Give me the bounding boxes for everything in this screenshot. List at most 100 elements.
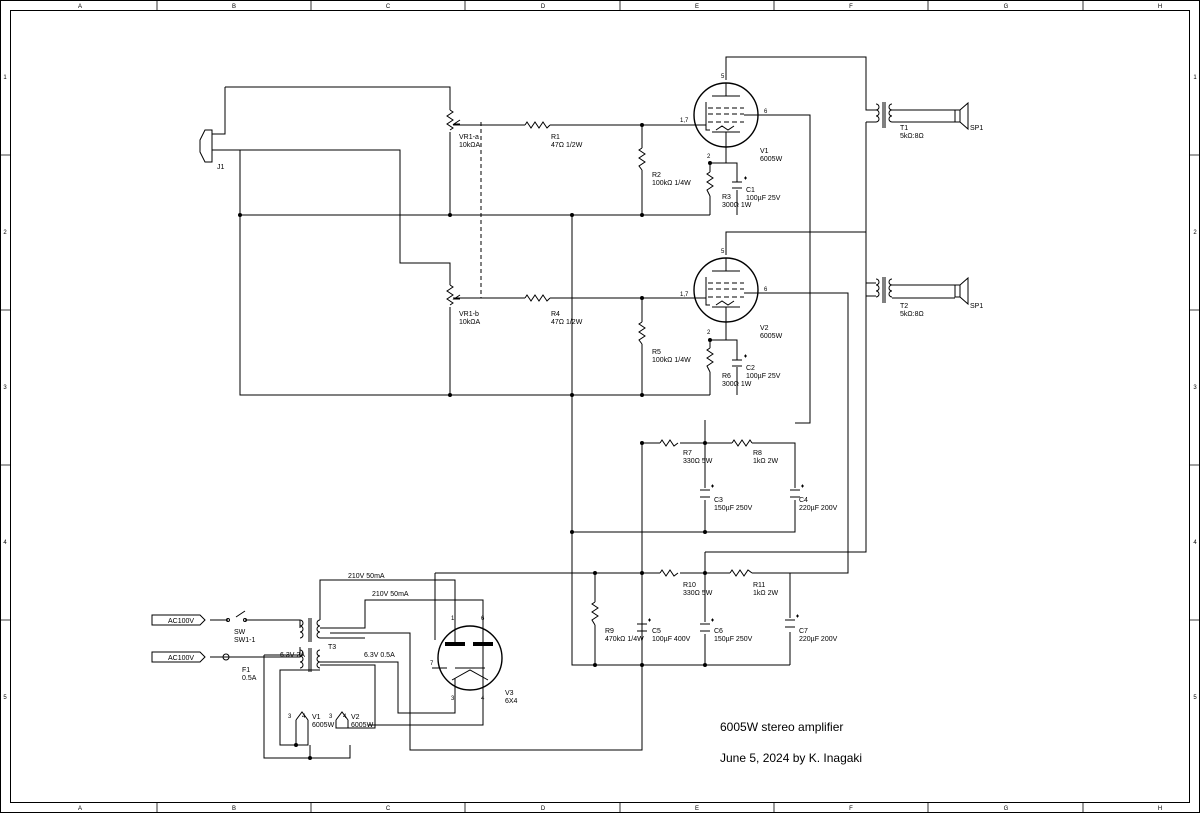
label-r8-val: 1kΩ 2W bbox=[753, 458, 778, 465]
col-label: C bbox=[386, 806, 391, 812]
label-sec2: 210V 50mA bbox=[372, 591, 409, 598]
label-vr1b: VR1-b bbox=[459, 311, 479, 318]
tube-v1 bbox=[693, 82, 760, 148]
label-c3: C3 bbox=[714, 497, 723, 504]
pin-v2-5: 5 bbox=[721, 249, 725, 255]
pin-h2-4: 4 bbox=[343, 714, 347, 720]
pin-h1-3: 3 bbox=[288, 714, 292, 720]
label-r3-val: 300Ω 1W bbox=[722, 202, 752, 209]
label-ac1: AC100V bbox=[168, 618, 194, 625]
resistors-horizontal bbox=[524, 121, 753, 577]
label-r5-val: 100kΩ 1/4W bbox=[652, 357, 691, 364]
label-r2-val: 100kΩ 1/4W bbox=[652, 180, 691, 187]
tube-v3 bbox=[432, 625, 503, 715]
label-c1-val: 100µF 25V bbox=[746, 195, 781, 202]
fuse-f1 bbox=[222, 653, 230, 661]
label-r7: R7 bbox=[683, 450, 692, 457]
label-v3-val: 6X4 bbox=[505, 698, 518, 705]
label-v3: V3 bbox=[505, 690, 514, 697]
label-r10-val: 330Ω 5W bbox=[683, 590, 713, 597]
label-r3: R3 bbox=[722, 194, 731, 201]
pin-v3-4: 4 bbox=[481, 696, 485, 702]
pin-v1-17: 1,7 bbox=[680, 118, 689, 124]
label-r11: R11 bbox=[753, 582, 765, 589]
label-c4-val: 220µF 200V bbox=[799, 505, 838, 512]
pin-labels: 5 6 1,7 2 5 6 1,7 2 1 6 7 3 4 3 4 4 3 bbox=[288, 74, 768, 720]
row-labels-right: 1 2 3 4 5 bbox=[1193, 75, 1197, 701]
col-label: E bbox=[695, 806, 699, 812]
jack-j1 bbox=[199, 129, 213, 163]
label-v2: V2 bbox=[760, 325, 769, 332]
col-label: F bbox=[849, 806, 853, 812]
label-sec3: 6.3V 2A bbox=[280, 652, 305, 659]
pin-v3-3: 3 bbox=[451, 696, 455, 702]
diagram-date-author: June 5, 2024 by K. Inagaki bbox=[720, 751, 862, 765]
col-label: D bbox=[541, 4, 546, 10]
label-r4-val: 47Ω 1/2W bbox=[551, 319, 583, 326]
col-label: G bbox=[1004, 806, 1009, 812]
label-t3: T3 bbox=[328, 644, 336, 651]
component-labels: J1 VR1-a 10kΩA VR1-b 10kΩA R1 47Ω 1/2W R… bbox=[168, 125, 983, 729]
label-sw-val: SW1-1 bbox=[234, 637, 256, 644]
col-label: H bbox=[1158, 806, 1162, 812]
pin-v1-5: 5 bbox=[721, 74, 725, 80]
col-label: F bbox=[849, 4, 853, 10]
col-label: G bbox=[1004, 4, 1009, 10]
label-t2: T2 bbox=[900, 303, 908, 310]
column-labels-bottom: A B C D E F G H bbox=[78, 806, 1162, 812]
label-t2-val: 5kΩ:8Ω bbox=[900, 311, 924, 318]
transformer-t3 bbox=[299, 618, 321, 672]
row-label: 2 bbox=[1193, 230, 1197, 236]
label-c7-val: 220µF 200V bbox=[799, 636, 838, 643]
label-v2-val: 6005W bbox=[760, 333, 783, 340]
row-label: 1 bbox=[3, 75, 7, 81]
label-c7: C7 bbox=[799, 628, 808, 635]
label-hv1: V1 bbox=[312, 714, 321, 721]
label-j1: J1 bbox=[217, 164, 225, 171]
col-label: B bbox=[232, 806, 236, 812]
pin-v2-6: 6 bbox=[764, 287, 768, 293]
row-label: 5 bbox=[3, 695, 7, 701]
label-v1: V1 bbox=[760, 148, 769, 155]
label-hv2-val: 6005W bbox=[351, 722, 374, 729]
label-r4: R4 bbox=[551, 311, 560, 318]
pin-v2-2: 2 bbox=[707, 330, 711, 336]
pot-vr1b bbox=[446, 284, 461, 306]
diagram-title: 6005W stereo amplifier bbox=[720, 720, 843, 734]
row-label: 2 bbox=[3, 230, 7, 236]
pin-h1-4: 4 bbox=[302, 714, 306, 720]
transformer-t2 bbox=[875, 277, 893, 303]
row-label: 5 bbox=[1193, 695, 1197, 701]
label-v1-val: 6005W bbox=[760, 156, 783, 163]
label-ac2: AC100V bbox=[168, 655, 194, 662]
label-r1-val: 47Ω 1/2W bbox=[551, 142, 583, 149]
label-c6: C6 bbox=[714, 628, 723, 635]
col-label: C bbox=[386, 4, 391, 10]
label-f1-val: 0.5A bbox=[242, 675, 257, 682]
label-c2: C2 bbox=[746, 365, 755, 372]
label-r7-val: 330Ω 5W bbox=[683, 458, 713, 465]
label-vr1a-val: 10kΩA bbox=[459, 142, 481, 149]
pin-v3-7: 7 bbox=[430, 661, 434, 667]
label-c2-val: 100µF 25V bbox=[746, 373, 781, 380]
label-sec1: 210V 50mA bbox=[348, 573, 385, 580]
label-c3-val: 150µF 250V bbox=[714, 505, 753, 512]
label-sw: SW bbox=[234, 629, 246, 636]
pin-v1-6: 6 bbox=[764, 109, 768, 115]
pot-vr1a bbox=[446, 109, 461, 131]
label-r6: R6 bbox=[722, 373, 731, 380]
col-label: E bbox=[695, 4, 699, 10]
row-label: 1 bbox=[1193, 75, 1197, 81]
junctions bbox=[238, 123, 712, 760]
label-r6-val: 300Ω 1W bbox=[722, 381, 752, 388]
label-c1: C1 bbox=[746, 187, 755, 194]
label-sp1b: SP1 bbox=[970, 303, 983, 310]
pin-h2-3: 3 bbox=[329, 714, 333, 720]
tube-v2 bbox=[693, 257, 760, 323]
label-c6-val: 150µF 250V bbox=[714, 636, 753, 643]
row-labels-left: 1 2 3 4 5 bbox=[3, 75, 7, 701]
column-labels-top: A B C D E F G H bbox=[78, 4, 1162, 10]
col-label: D bbox=[541, 806, 546, 812]
